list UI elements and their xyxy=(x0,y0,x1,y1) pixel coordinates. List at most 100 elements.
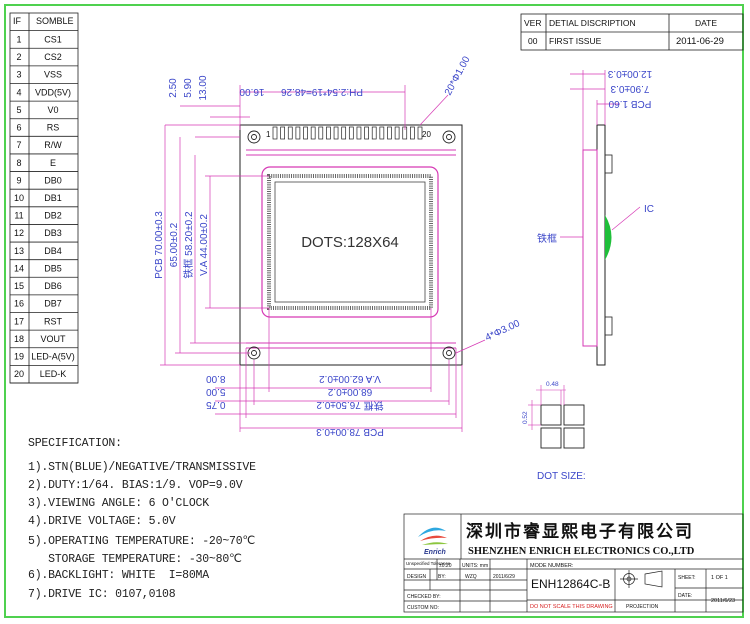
sheet-value: 1 OF 1 xyxy=(711,575,728,581)
pin-last-label: 20 xyxy=(422,130,431,139)
pin-symbol: DB5 xyxy=(44,263,62,273)
connector-pin xyxy=(364,126,369,140)
viewing-area xyxy=(267,174,433,310)
pin-symbol: V0 xyxy=(47,105,58,115)
pin-symbol: LED-A(5V) xyxy=(31,352,75,362)
spec-line: 3).VIEWING ANGLE: 6 O'CLOCK xyxy=(28,497,209,510)
side-view: 12.00±0.3 7.90±0.3 PCB 1.60 IC 铁框 xyxy=(537,68,654,366)
title-block-text: Enrich 深圳市睿显熙电子有限公司 SHENZHEN ENRICH ELEC… xyxy=(406,521,735,611)
spec-line: 7).DRIVE IC: 0107,0108 xyxy=(28,588,176,601)
pin-number: 4 xyxy=(16,87,21,97)
dim-16: 16.00 xyxy=(239,86,264,97)
pin-header-symbol: SOMBLE xyxy=(36,16,74,26)
front-view: DOTS:128X64 1 20 xyxy=(239,124,463,366)
active-area xyxy=(274,181,426,303)
connector-pin xyxy=(272,126,278,140)
pin-number: 8 xyxy=(16,158,21,168)
connector-pin xyxy=(394,126,400,140)
mounting-holes xyxy=(247,130,456,360)
connector-pin xyxy=(310,126,316,140)
dim-075: 0.75 xyxy=(206,399,226,410)
connector-pin xyxy=(371,126,377,140)
date-label: DATE: xyxy=(678,593,692,599)
pin-number: 20 xyxy=(14,369,24,379)
unspec-tolerance: Unspecified Tolerance xyxy=(406,561,451,566)
rev-header-ver: VER xyxy=(524,18,541,28)
logo-text: Enrich xyxy=(424,549,446,556)
connector-pin xyxy=(356,126,362,140)
pin-number: 9 xyxy=(16,175,21,185)
dim-frame-w: 铁框 76.50±0.2 xyxy=(316,399,384,412)
by-label: BY: xyxy=(438,574,446,580)
pin-symbol: DB4 xyxy=(44,246,62,256)
connector-pin xyxy=(341,126,347,140)
dim-side-pcb: PCB 1.60 xyxy=(608,98,651,109)
dim-pitch: PH:2.54*19=48.26 xyxy=(281,86,363,97)
pin-number: 16 xyxy=(14,299,24,309)
rev-header-desc: DETIAL DISCRIPTION xyxy=(549,18,636,28)
dim-65: 65.00±0.2 xyxy=(169,222,180,267)
pin-number: 19 xyxy=(14,352,24,362)
connector-pin xyxy=(379,126,385,140)
side-ic-label: IC xyxy=(644,204,654,215)
pin-number: 12 xyxy=(14,228,24,238)
pin-symbol: DB1 xyxy=(44,193,62,203)
dim-holes: 4*Φ3.00 xyxy=(484,318,522,344)
dim-va-h: V.A 44.00±0.2 xyxy=(199,214,210,276)
connector-pin xyxy=(348,126,354,140)
pin-symbol: DB7 xyxy=(44,299,62,309)
pin-number: 17 xyxy=(14,316,24,326)
spec-line: 5).OPERATING TEMPERATURE: -20~70℃ xyxy=(28,535,256,548)
pin-number: 5 xyxy=(16,105,21,115)
spec-line: 1).STN(BLUE)/NEGATIVE/TRANSMISSIVE xyxy=(28,461,256,474)
dim-590: 5.90 xyxy=(183,78,194,98)
dim-500: 5.00 xyxy=(206,386,226,397)
revision-table: VER DETIAL DISCRIPTION DATE 00 FIRST ISS… xyxy=(520,13,744,51)
dot-size-detail: 0.48 0.52 DOT SIZE: xyxy=(522,381,586,482)
dim-side-12: 12.00±0.3 xyxy=(607,68,652,79)
connector-pin xyxy=(326,126,331,140)
connector-pin xyxy=(410,126,415,140)
design-by: WZQ xyxy=(465,574,477,580)
projection-label: PROJECTION xyxy=(626,604,659,610)
pin-symbol: RS xyxy=(47,123,60,133)
pin-first-label: 1 xyxy=(266,130,271,139)
dim-1300: 13.00 xyxy=(198,75,209,100)
spec-line: 6).BACKLIGHT: WHITE I=80MA xyxy=(28,569,209,582)
pin-number: 15 xyxy=(14,281,24,291)
dimensions-front xyxy=(160,85,486,432)
rev-desc: FIRST ISSUE xyxy=(549,36,602,46)
pin-symbol: LED-K xyxy=(40,369,67,379)
connector-pin xyxy=(295,126,301,140)
pin-number: 6 xyxy=(16,123,21,133)
company-cn: 深圳市睿显熙电子有限公司 xyxy=(466,521,694,542)
pin-number: 2 xyxy=(16,52,21,62)
dot-pitch: 0.52 xyxy=(522,411,529,424)
dots-label: DOTS:128X64 xyxy=(301,234,399,251)
side-frame-label: 铁框 xyxy=(537,232,557,245)
pin-number: 7 xyxy=(16,140,21,150)
title-block xyxy=(403,513,744,613)
spec-line: 4).DRIVE VOLTAGE: 5.0V xyxy=(28,515,176,528)
dim-250: 2.50 xyxy=(168,78,179,98)
dim-pins: 20*Φ1.00 xyxy=(443,54,473,97)
pin-number: 13 xyxy=(14,246,24,256)
pin-symbol: RST xyxy=(44,316,63,326)
mode-number-label: MODE NUMBER: xyxy=(530,563,574,569)
dim-68: 68.00±0.2 xyxy=(327,386,372,397)
pin-header-if: IF xyxy=(13,16,22,26)
dim-pcb-h: PCB 70.00±0.3 xyxy=(154,211,165,279)
dim-va-w: V.A 62.00±0.2 xyxy=(319,373,381,384)
pin-symbol: VOUT xyxy=(40,334,66,344)
date-value: 2011/6/23 xyxy=(711,598,735,604)
dim-800: 8.00 xyxy=(206,373,226,384)
tolerance-value: ±0.20 xyxy=(439,563,452,569)
spec-line: 2).DUTY:1/64. BIAS:1/9. VOP=9.0V xyxy=(28,479,243,492)
connector-pin xyxy=(318,126,324,140)
design-date: 2011/6/29 xyxy=(493,574,515,580)
rev-ver: 00 xyxy=(528,36,538,46)
pin-symbol: DB2 xyxy=(44,211,62,221)
model-number: ENH12864C-B xyxy=(531,577,610,591)
